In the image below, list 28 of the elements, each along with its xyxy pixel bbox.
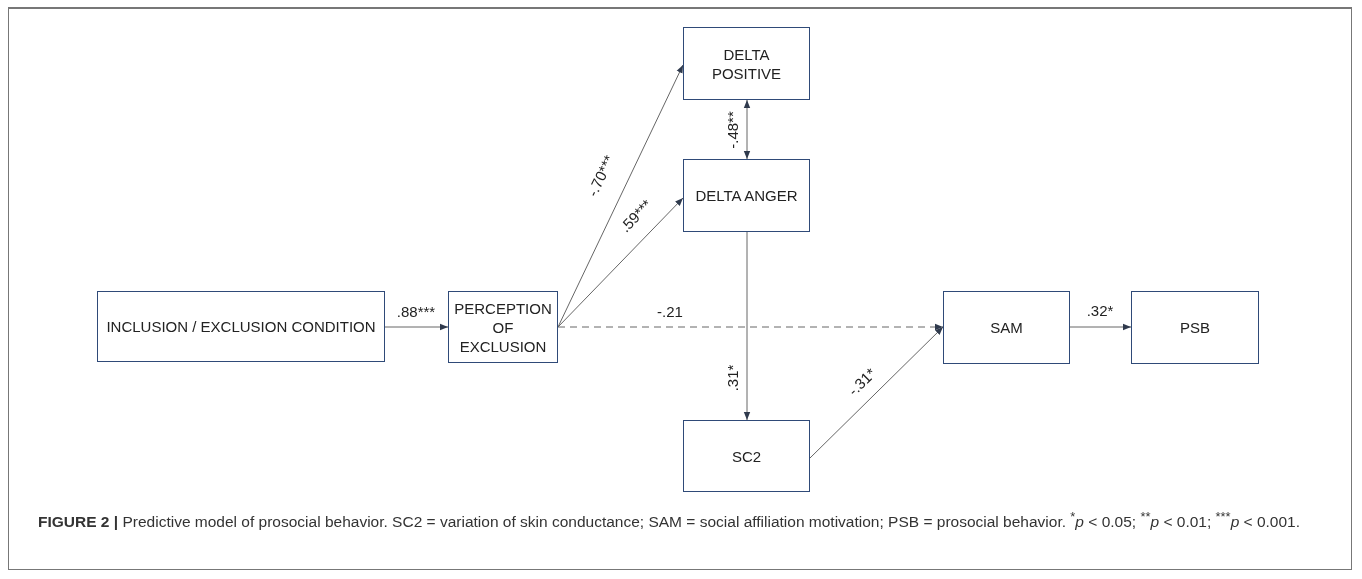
path-coefficient: .88***	[395, 304, 437, 320]
path-coefficient: .31*	[725, 363, 741, 393]
variable-label: INCLUSION / EXCLUSION CONDITION	[106, 317, 376, 336]
path-coefficient: -.21	[656, 304, 684, 320]
variable-box	[97, 291, 385, 362]
arrow	[809, 326, 944, 459]
variable-label: PSB	[1180, 318, 1210, 337]
arrow	[557, 64, 684, 328]
path-coefficient: -.48**	[725, 110, 741, 150]
variable-label: SC2	[731, 446, 762, 466]
variable-label: SAM	[990, 318, 1023, 337]
arrow	[557, 323, 944, 331]
arrow	[1069, 323, 1132, 331]
arrow	[557, 197, 684, 328]
path-coefficient: .32*	[1085, 303, 1115, 319]
arrow	[384, 323, 449, 331]
variable-box	[683, 27, 810, 100]
variable-box	[683, 420, 810, 492]
variable-label: DELTA POSITIVE	[710, 44, 783, 83]
arrow	[743, 99, 751, 160]
variable-box	[943, 291, 1070, 364]
arrow	[743, 231, 751, 421]
figure-caption: FIGURE 2 | Predictive model of prosocial behavior. SC2 = variation of skin conductance; SAM = social affiliation motivation; PSB = prosocial behavior. $^{*}$p < 0.05; $^{**}$p < 0.01; $^{***}$p < 0.001.	[38, 508, 1302, 533]
variable-label: DELTA ANGER	[695, 186, 798, 205]
variable-box	[1131, 291, 1259, 364]
variable-box	[448, 291, 558, 363]
variable-box	[683, 159, 810, 232]
variable-label: PERCEPTION OF EXCLUSION	[454, 298, 552, 356]
